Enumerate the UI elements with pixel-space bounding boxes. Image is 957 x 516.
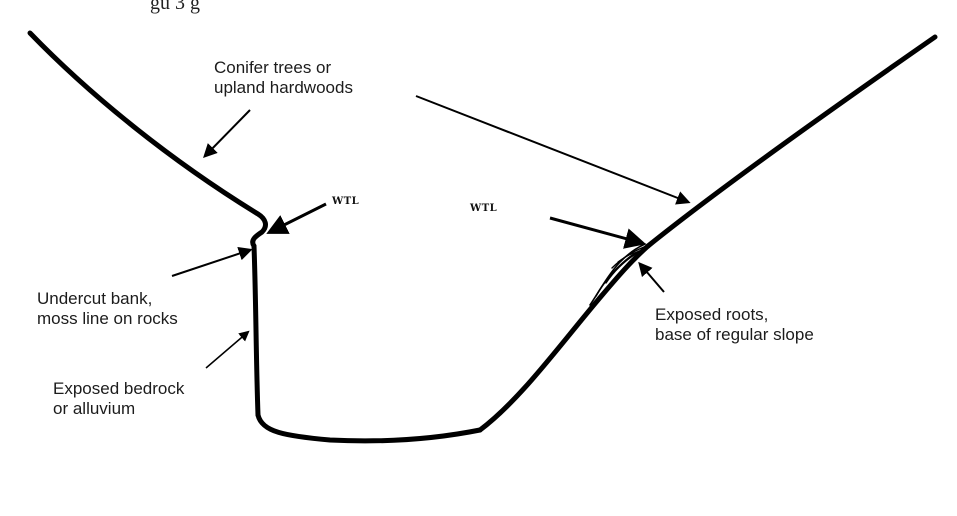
label-undercut-bank: Undercut bank, moss line on rocks [37,289,178,329]
arrow-bedrock [205,330,250,369]
arrow-wtl-left [266,202,327,234]
arrow-conifer-left [203,109,251,159]
channel-bed [255,412,483,444]
label-bedrock-line1: Exposed bedrock [53,379,185,398]
right-upland-slope [645,34,938,249]
arrow-roots [638,261,665,293]
left-upland-slope [27,30,268,249]
label-conifer-trees: Conifer trees or upland hardwoods [214,58,353,98]
label-bedrock-line2: or alluvium [53,399,136,418]
label-conifer-line1: Conifer trees or [214,58,332,77]
label-wtl-right: WTL [470,203,498,214]
label-roots-line1: Exposed roots, [655,305,769,324]
label-undercut-line1: Undercut bank, [37,289,153,308]
label-exposed-roots: Exposed roots, base of regular slope [655,305,814,345]
right-channel-bank [477,243,651,433]
label-exposed-bedrock: Exposed bedrock or alluvium [53,379,184,419]
label-roots-line2: base of regular slope [655,325,814,344]
label-conifer-line2: upland hardwoods [214,78,353,97]
label-wtl-left: WTL [332,196,360,207]
left-channel-bank [251,243,261,418]
arrow-conifer-right [415,95,691,205]
arrow-undercut [171,246,253,277]
cropped-figure-title: gu 3 g [150,0,200,14]
label-undercut-line2: moss line on rocks [37,309,178,328]
arrow-wtl-right [549,216,647,249]
